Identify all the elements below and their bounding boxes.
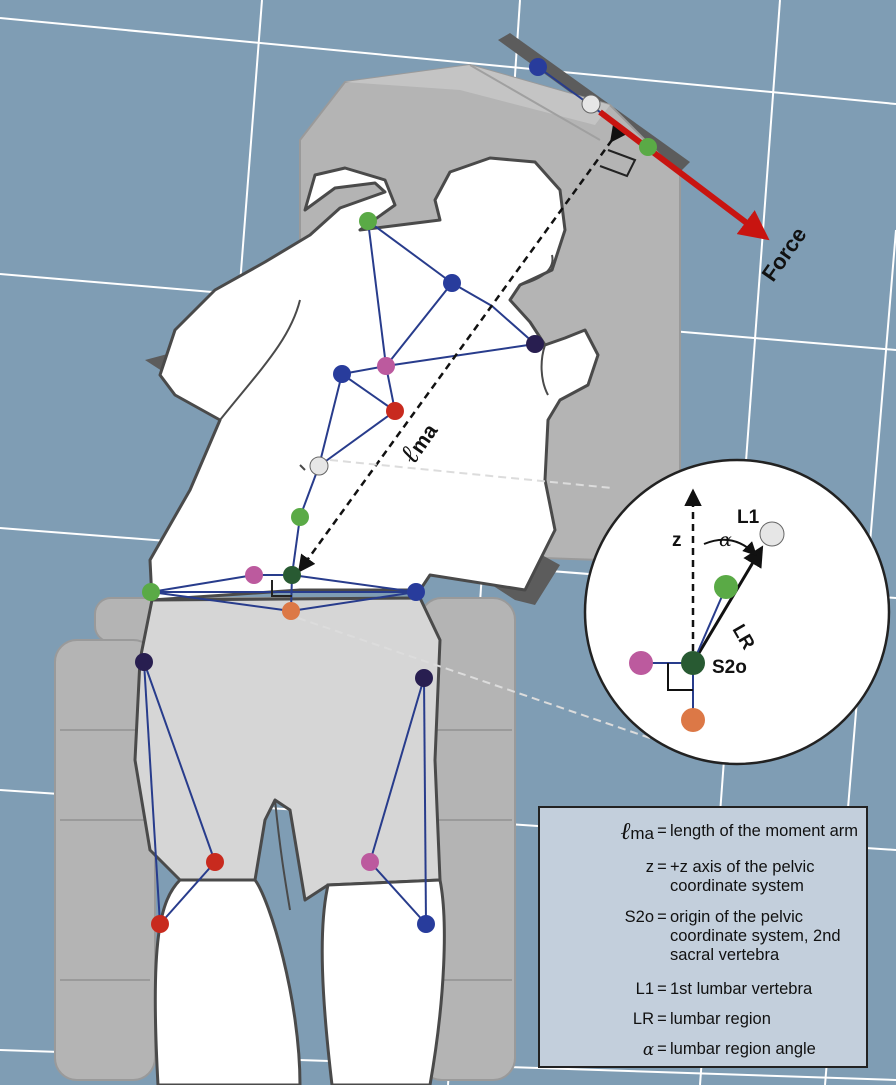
inset-l1-label: L1 xyxy=(737,507,760,528)
legend-key: LR xyxy=(632,1010,654,1028)
marker-blue xyxy=(417,915,435,933)
marker-red xyxy=(206,853,224,871)
motion-markers xyxy=(135,58,657,933)
marker-green xyxy=(639,138,657,156)
legend-key: ℓma xyxy=(540,819,654,844)
legend-desc: 1st lumbar vertebra xyxy=(670,980,813,998)
marker-dark-navy xyxy=(526,335,544,353)
marker-pink xyxy=(361,853,379,871)
marker-red xyxy=(151,915,169,933)
marker-pink xyxy=(245,566,263,584)
legend-equals: = xyxy=(657,1010,667,1028)
marker-blue xyxy=(443,274,461,292)
force-arrow xyxy=(598,109,770,241)
inset-marker-l1 xyxy=(759,521,785,547)
inset-lr-vector xyxy=(691,545,764,664)
legend-row-z: z = +z axis of the pelvic coordinate sys… xyxy=(540,858,866,896)
legend-desc: lumbar region xyxy=(670,1010,771,1028)
callout-line-s2o xyxy=(297,617,651,739)
marker-dark-green-s2o xyxy=(283,566,301,584)
callout-line-l1 xyxy=(329,459,613,489)
inset-marker-s2o xyxy=(681,651,705,675)
legend-equals: = xyxy=(657,908,667,926)
legend-equals: = xyxy=(657,980,667,998)
marker-dark-navy xyxy=(135,653,153,671)
legend-key: S2o xyxy=(624,908,654,926)
legend-row-l1: L1 = 1st lumbar vertebra xyxy=(540,980,866,999)
marker-white xyxy=(581,94,601,114)
inset-marker-green xyxy=(714,575,738,599)
legend-desc: origin of the pelvic coordinate system, … xyxy=(670,908,841,964)
legend-row-lr: LR = lumbar region xyxy=(540,1010,866,1029)
marker-red xyxy=(386,402,404,420)
legend-row-lma: ℓma = length of the moment arm xyxy=(540,819,866,844)
marker-green xyxy=(142,583,160,601)
marker-dark-navy xyxy=(415,669,433,687)
patient-legs xyxy=(133,596,446,1085)
marker-green xyxy=(291,508,309,526)
legend-box: ℓma = length of the moment arm z = +z ax… xyxy=(538,806,868,1068)
inset-marker-orange xyxy=(681,708,705,732)
moment-arm-arrow xyxy=(297,123,628,573)
legend-equals: = xyxy=(657,1040,667,1058)
legend-desc: +z axis of the pelvic coordinate system xyxy=(670,858,815,895)
marker-blue xyxy=(333,365,351,383)
marker-orange xyxy=(282,602,300,620)
legend-row-s2o: S2o = origin of the pelvic coordinate sy… xyxy=(540,908,866,965)
marker-blue xyxy=(407,583,425,601)
legend-key: z xyxy=(645,858,654,876)
right-angle-mark-pelvis xyxy=(271,580,292,597)
marker-white-l1 xyxy=(309,456,329,476)
marker-green xyxy=(359,212,377,230)
legend-key: α xyxy=(642,1040,654,1059)
inset-marker-pink xyxy=(629,651,653,675)
legend-lma-symbol: ℓ xyxy=(620,817,631,845)
inset-alpha-arc xyxy=(703,538,757,556)
marker-pink xyxy=(377,357,395,375)
inset-magnifier: z α L1 LR S2o xyxy=(583,458,891,766)
legend-desc: lumbar region angle xyxy=(670,1040,816,1058)
legend-equals: = xyxy=(657,822,667,840)
legend-row-alpha: α = lumbar region angle xyxy=(540,1040,866,1059)
marker-blue xyxy=(529,58,547,76)
legend-equals: = xyxy=(657,858,667,876)
legend-desc: length of the moment arm xyxy=(670,822,859,840)
legend-key: L1 xyxy=(635,980,654,998)
inset-z-label: z xyxy=(672,530,682,551)
inset-alpha-label: α xyxy=(719,529,732,551)
legend-lma-sub: ma xyxy=(630,824,654,843)
inset-s2o-label: S2o xyxy=(712,657,747,678)
